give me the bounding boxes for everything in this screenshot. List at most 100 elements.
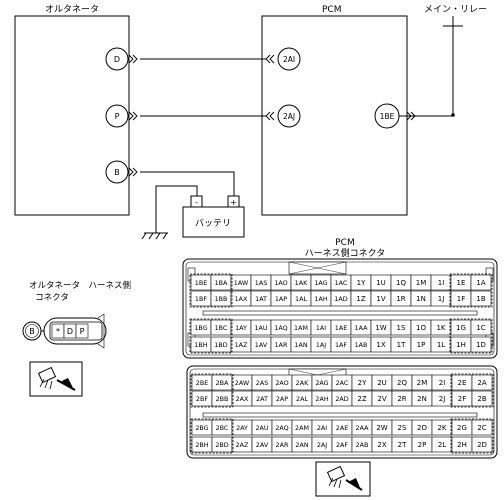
lower-pin-label: 2Q	[397, 379, 407, 387]
pcm-terminal-1be-label: 1BE	[380, 112, 395, 121]
upper-pin-label: 1AG	[314, 279, 327, 287]
upper-pin-label: 1AE	[335, 324, 347, 332]
upper-pin-label: 1W	[375, 324, 386, 332]
lower-pin-label: 2P	[418, 441, 427, 449]
lower-pin-group-outline	[450, 373, 494, 408]
lower-pin-label: 2AV	[256, 441, 269, 449]
lower-pin-label: 2AX	[236, 395, 249, 403]
upper-pin-label: 1AL	[295, 295, 307, 303]
lower-pin-label: 2F	[458, 395, 466, 403]
upper-pin-label: 1AY	[235, 324, 247, 332]
upper-pin-label: 1AD	[334, 295, 347, 303]
lower-pin-label: 2I	[439, 379, 446, 387]
lower-pin-label: 2AQ	[275, 424, 288, 432]
pcm-terminal-2ai-label: 2AI	[283, 55, 295, 64]
wire-ground	[155, 185, 198, 233]
upper-pin-label: 1L	[437, 341, 445, 349]
upper-pin-label: 1AN	[294, 341, 307, 349]
lower-pin-label: 2W	[376, 424, 387, 432]
lower-pin-label: 2U	[377, 379, 387, 387]
lower-pin-label: 2X	[377, 441, 386, 449]
upper-pin-label: 1Q	[396, 279, 406, 287]
lower-pin-label: 2BA	[216, 379, 229, 387]
alt-terminal-d	[105, 47, 129, 71]
alt-terminal-p	[105, 104, 129, 128]
lower-pin-label: 2A	[477, 379, 486, 387]
upper-pin-label: 1Y	[357, 279, 366, 287]
lower-pin-label: 2BB	[216, 395, 229, 403]
lower-pin-label: 2D	[477, 441, 487, 449]
upper-pin-label: 1AC	[335, 279, 348, 287]
lower-pin-label: 2BC	[216, 424, 229, 432]
upper-divider	[202, 310, 478, 316]
upper-pin-label: 1F	[457, 295, 465, 303]
upper-pin-cell	[470, 274, 492, 291]
lower-pin-cell	[471, 374, 493, 391]
battery-box	[182, 206, 245, 238]
lower-pin-label: 2M	[417, 379, 428, 387]
lower-pin-label: 2K	[437, 424, 446, 432]
lower-pin-label: 2T	[398, 441, 407, 449]
lower-pin-label: 2L	[438, 441, 446, 449]
lower-pin-label: 2AA	[356, 424, 370, 432]
lower-pin-label: 2AN	[295, 441, 308, 449]
upper-pin-group-outline	[449, 318, 493, 354]
upper-pin-label: 1AO	[274, 279, 287, 287]
lower-pin-label: 2AI	[317, 424, 327, 432]
upper-pin-label: 1BB	[215, 295, 228, 303]
alt-connector-subtitle: コネクタ	[35, 293, 69, 303]
wiring-section: オルタネータ PCM メイン・リレー D P B 2AI 2AJ 1BE	[14, 4, 487, 240]
upper-pin-label: 1AJ	[316, 341, 326, 349]
pcm-connector-subtitle: ハーネス側コネクタ	[305, 247, 386, 259]
lower-pin-label: 2AY	[236, 424, 248, 432]
upper-pin-label: 1Z	[356, 295, 365, 303]
lower-pin-label: 2AH	[315, 395, 328, 403]
upper-pin-label: 1H	[456, 341, 466, 349]
battery-minus-label: -	[195, 198, 198, 207]
upper-pin-label: 1R	[396, 295, 405, 303]
wire-junction-dot	[451, 113, 455, 117]
main-relay-label: メイン・リレー	[424, 5, 487, 15]
alt-terminal-b-label: B	[114, 168, 120, 177]
view-direction-icon-bottom	[315, 461, 371, 497]
pcm-connector-chevrons	[265, 54, 416, 121]
upper-pin-cell	[470, 319, 492, 336]
lower-pin-label: 2BG	[195, 424, 208, 432]
battery-plus-post	[227, 195, 240, 208]
lower-divider	[202, 412, 478, 418]
alt-pin-star: *	[56, 327, 60, 336]
upper-pin-label: 1V	[376, 295, 385, 303]
upper-pin-label: 1AK	[295, 279, 308, 287]
alt-connector-chevrons	[128, 54, 138, 177]
lower-pin-label: 2AO	[275, 379, 288, 387]
alt-terminal-p-label: P	[115, 112, 120, 121]
alt-terminal-d-label: D	[114, 55, 120, 64]
upper-pin-label: 1B	[476, 295, 485, 303]
lower-pin-label: 2AC	[336, 379, 349, 387]
ground-icon	[141, 232, 168, 240]
lower-pin-group-outline	[190, 373, 234, 408]
lower-pin-label: 2BE	[196, 379, 209, 387]
lower-pin-label: 2AP	[276, 395, 288, 403]
pcm-terminal-2aj	[277, 104, 301, 128]
upper-pin-group-outline	[189, 273, 233, 308]
upper-pin-label: 1AB	[355, 341, 368, 349]
lower-pin-label: 2BD	[215, 441, 228, 449]
battery-minus-post	[190, 195, 203, 208]
alt-harness-connector: B * D P	[22, 313, 107, 349]
upper-pin-label: 1S	[397, 324, 406, 332]
lower-pin-label: 2AS	[256, 379, 269, 387]
lower-pin-label: 2AB	[356, 441, 369, 449]
lower-pin-label: 2BH	[195, 441, 208, 449]
upper-pin-label: 1AM	[294, 324, 308, 332]
pcm-terminal-2ai	[277, 47, 301, 71]
lower-pin-label: 2AF	[336, 441, 348, 449]
view-direction-icon-left	[29, 361, 83, 397]
lower-pin-label: 2AD	[335, 395, 348, 403]
upper-pin-label: 1AZ	[235, 341, 248, 349]
lower-pin-label: 2S	[398, 424, 407, 432]
upper-pin-label: 1P	[417, 341, 426, 349]
